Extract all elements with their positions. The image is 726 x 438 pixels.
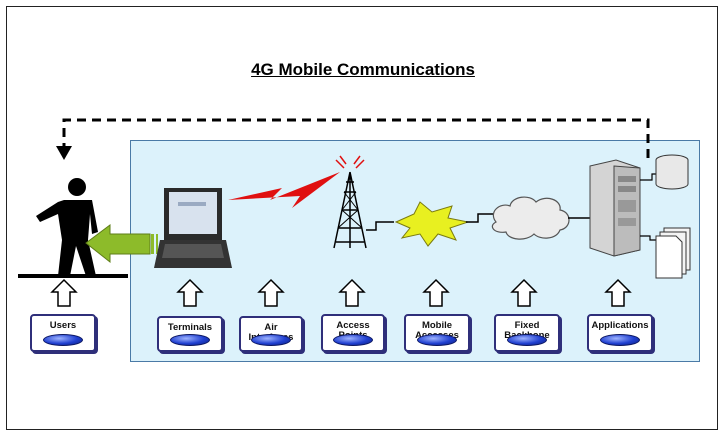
database-icon — [655, 154, 689, 190]
up-arrow-mobile-accesses — [422, 278, 450, 307]
label-access-points: Access Points — [321, 314, 385, 352]
oval-icon — [417, 334, 457, 346]
label-users-text: Users — [49, 320, 77, 331]
up-arrow-applications — [604, 278, 632, 307]
label-mobile-accesses: Mobile Accesses — [404, 314, 470, 352]
label-applications: Applications — [587, 314, 653, 352]
label-air-interfaces: Air Interfaces — [239, 316, 303, 352]
label-applications-text: Applications — [591, 320, 649, 331]
up-arrow-access-points — [338, 278, 366, 307]
up-arrow-users — [50, 278, 78, 307]
oval-icon — [170, 334, 210, 346]
oval-icon — [507, 334, 547, 346]
server-icon — [589, 159, 658, 257]
oval-icon — [333, 334, 373, 346]
up-arrow-terminals — [176, 278, 204, 307]
person-icon — [18, 178, 128, 278]
green-arrow-icon — [85, 224, 158, 264]
label-users: Users — [30, 314, 96, 352]
label-terminals: Terminals — [157, 316, 223, 352]
label-terminals-text: Terminals — [167, 322, 213, 333]
up-arrow-air-interfaces — [257, 278, 285, 307]
up-arrow-fixed-backbone — [510, 278, 538, 307]
diagram-title: 4G Mobile Communications — [251, 60, 475, 79]
laptop-icon — [154, 188, 232, 268]
oval-icon — [43, 334, 83, 346]
cloud-icon — [491, 196, 590, 240]
oval-icon — [600, 334, 640, 346]
label-fixed-backbone: Fixed Backbone — [494, 314, 560, 352]
antenna-tower-icon — [333, 155, 394, 249]
lightning-icon — [228, 172, 340, 208]
oval-icon — [251, 334, 291, 346]
feedback-arrow — [56, 118, 650, 160]
documents-icon — [655, 227, 691, 279]
burst-icon — [394, 201, 494, 247]
